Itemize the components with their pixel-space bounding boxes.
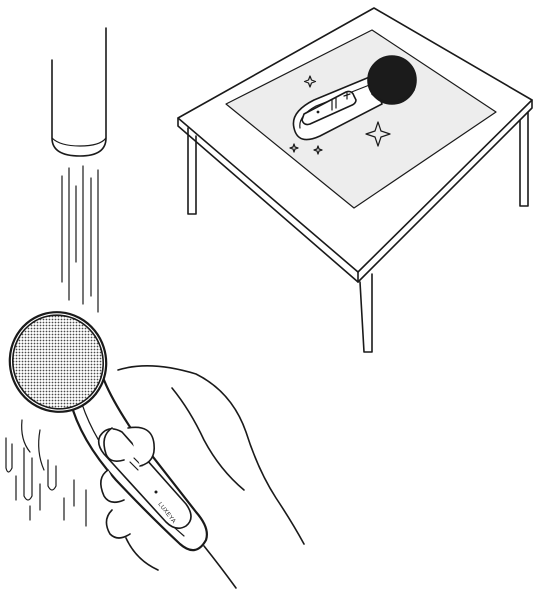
water-stream-icon [61,165,99,313]
sparkle-icons [289,75,391,155]
water-drips-icon [5,437,87,527]
drying-device-icon [292,55,417,141]
faucet-icon [51,27,107,157]
hand-with-device-icon: LUXEYA [8,310,305,589]
towel-icon [225,29,497,209]
